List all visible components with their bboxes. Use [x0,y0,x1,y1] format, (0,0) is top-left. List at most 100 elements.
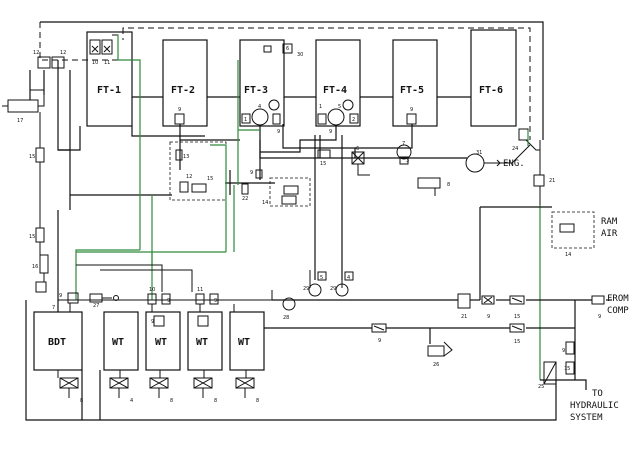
label-15g: 15 [564,366,570,372]
label-29b: 29 [330,286,336,292]
ft5-label: FT-5 [400,85,424,96]
from-label-2: COMP [607,306,629,316]
label-15b: 15 [29,234,35,240]
label-9h: 9 [562,348,565,354]
label-30: 30 [297,52,303,58]
label-10b: 10 [149,287,155,293]
wt2-label: WT [155,337,167,348]
label-6-mid: 6 [356,146,359,152]
label-15e: 15 [514,314,520,320]
from-label-1: FROM [607,294,629,304]
label-1-ft4: 1 [319,104,322,110]
label-9b: 9 [167,298,170,304]
label-7: 7 [402,141,405,147]
label-31: 31 [476,150,482,156]
label-26: 26 [433,362,439,368]
ft2-label: FT-2 [171,85,195,96]
label-9d: 9 [214,298,217,304]
label-3: 3 [406,158,409,164]
label-11: 11 [104,60,110,66]
label-9-bdt: 9 [59,293,62,299]
drain-valves [57,370,255,398]
compressor-components [371,293,605,385]
main-fuel-lines [58,124,467,280]
label-21a: 21 [549,178,555,184]
label-7b: 7 [52,305,55,311]
label-1-ft3: 1 [244,117,247,123]
label-5-ft4: 5 [338,104,341,110]
label-27: 27 [93,303,99,309]
label-13: 13 [183,154,189,160]
label-8b: 8 [170,398,173,404]
compressor-lines [25,206,612,421]
ram-air-label-2: AIR [601,229,618,239]
label-15a: 15 [29,154,35,160]
label-12c: 12 [186,174,192,180]
label-2-ft4: 2 [352,117,355,123]
to-label-1: TO [592,389,603,399]
fuel-tanks [86,29,517,127]
top-lines [29,21,544,300]
label-10: 10 [92,60,98,66]
label-8-mid: 8 [447,182,450,188]
wt1-tank [103,311,139,371]
label-12b: 12 [60,50,66,56]
label-6-ft3: 6 [286,46,289,52]
wt3-tank [187,311,223,371]
engine-feed [317,128,545,210]
ram-air-label-1: RAM [601,217,618,227]
ft1-tank [86,31,133,127]
label-4-ft3: 4 [258,104,261,110]
pressure-switches [282,271,354,311]
left-valves [2,56,65,293]
label-15f: 15 [514,339,520,345]
water-tanks [33,311,265,371]
wt1-label: WT [112,337,124,348]
label-15c: 15 [320,161,326,167]
ft5-tank [392,39,438,127]
label-14a: 14 [262,200,268,206]
label-9e: 9 [487,314,490,320]
ft1-components [89,34,119,60]
ft3-label: FT-3 [244,85,268,96]
label-9-ft5: 9 [410,107,413,113]
label-5b: 5 [320,275,323,281]
tank-pumps [174,43,417,126]
label-9-mid: 9 [250,170,253,176]
label-9-ft2: 9 [178,107,181,113]
label-9c: 9 [151,319,154,325]
to-label-2: HYDRAULIC [570,401,619,411]
sense-lines [76,264,343,300]
label-15d: 15 [207,176,213,182]
engine-label: ENG. [503,159,525,169]
label-29a: 29 [303,286,309,292]
label-17: 17 [17,118,23,124]
label-8c: 8 [214,398,217,404]
label-12a: 12 [33,50,39,56]
green-lines [75,35,541,380]
ft4-label: FT-4 [323,85,347,96]
label-25: 25 [538,384,544,390]
bdt-label: BDT [48,337,66,348]
ft3-tank [239,39,285,127]
label-9f: 9 [598,314,601,320]
to-label-3: SYSTEM [570,413,603,423]
label-9-ft4: 9 [329,129,332,135]
label-24: 24 [512,146,518,152]
label-9-ft3: 9 [277,129,280,135]
ft1-label: FT-1 [97,85,121,96]
ft4-tank [315,39,361,127]
wt3-label: WT [196,337,208,348]
label-4c: 4 [130,398,133,404]
label-11b: 11 [197,287,203,293]
label-28: 28 [283,315,289,321]
label-14b: 14 [565,252,571,258]
wt2-tank [145,311,181,371]
label-4b: 4 [347,275,350,281]
water-tank-fittings [58,292,272,327]
vent-dashed-lines [39,22,531,140]
label-9g: 9 [378,338,381,344]
wt4-tank [229,311,265,371]
